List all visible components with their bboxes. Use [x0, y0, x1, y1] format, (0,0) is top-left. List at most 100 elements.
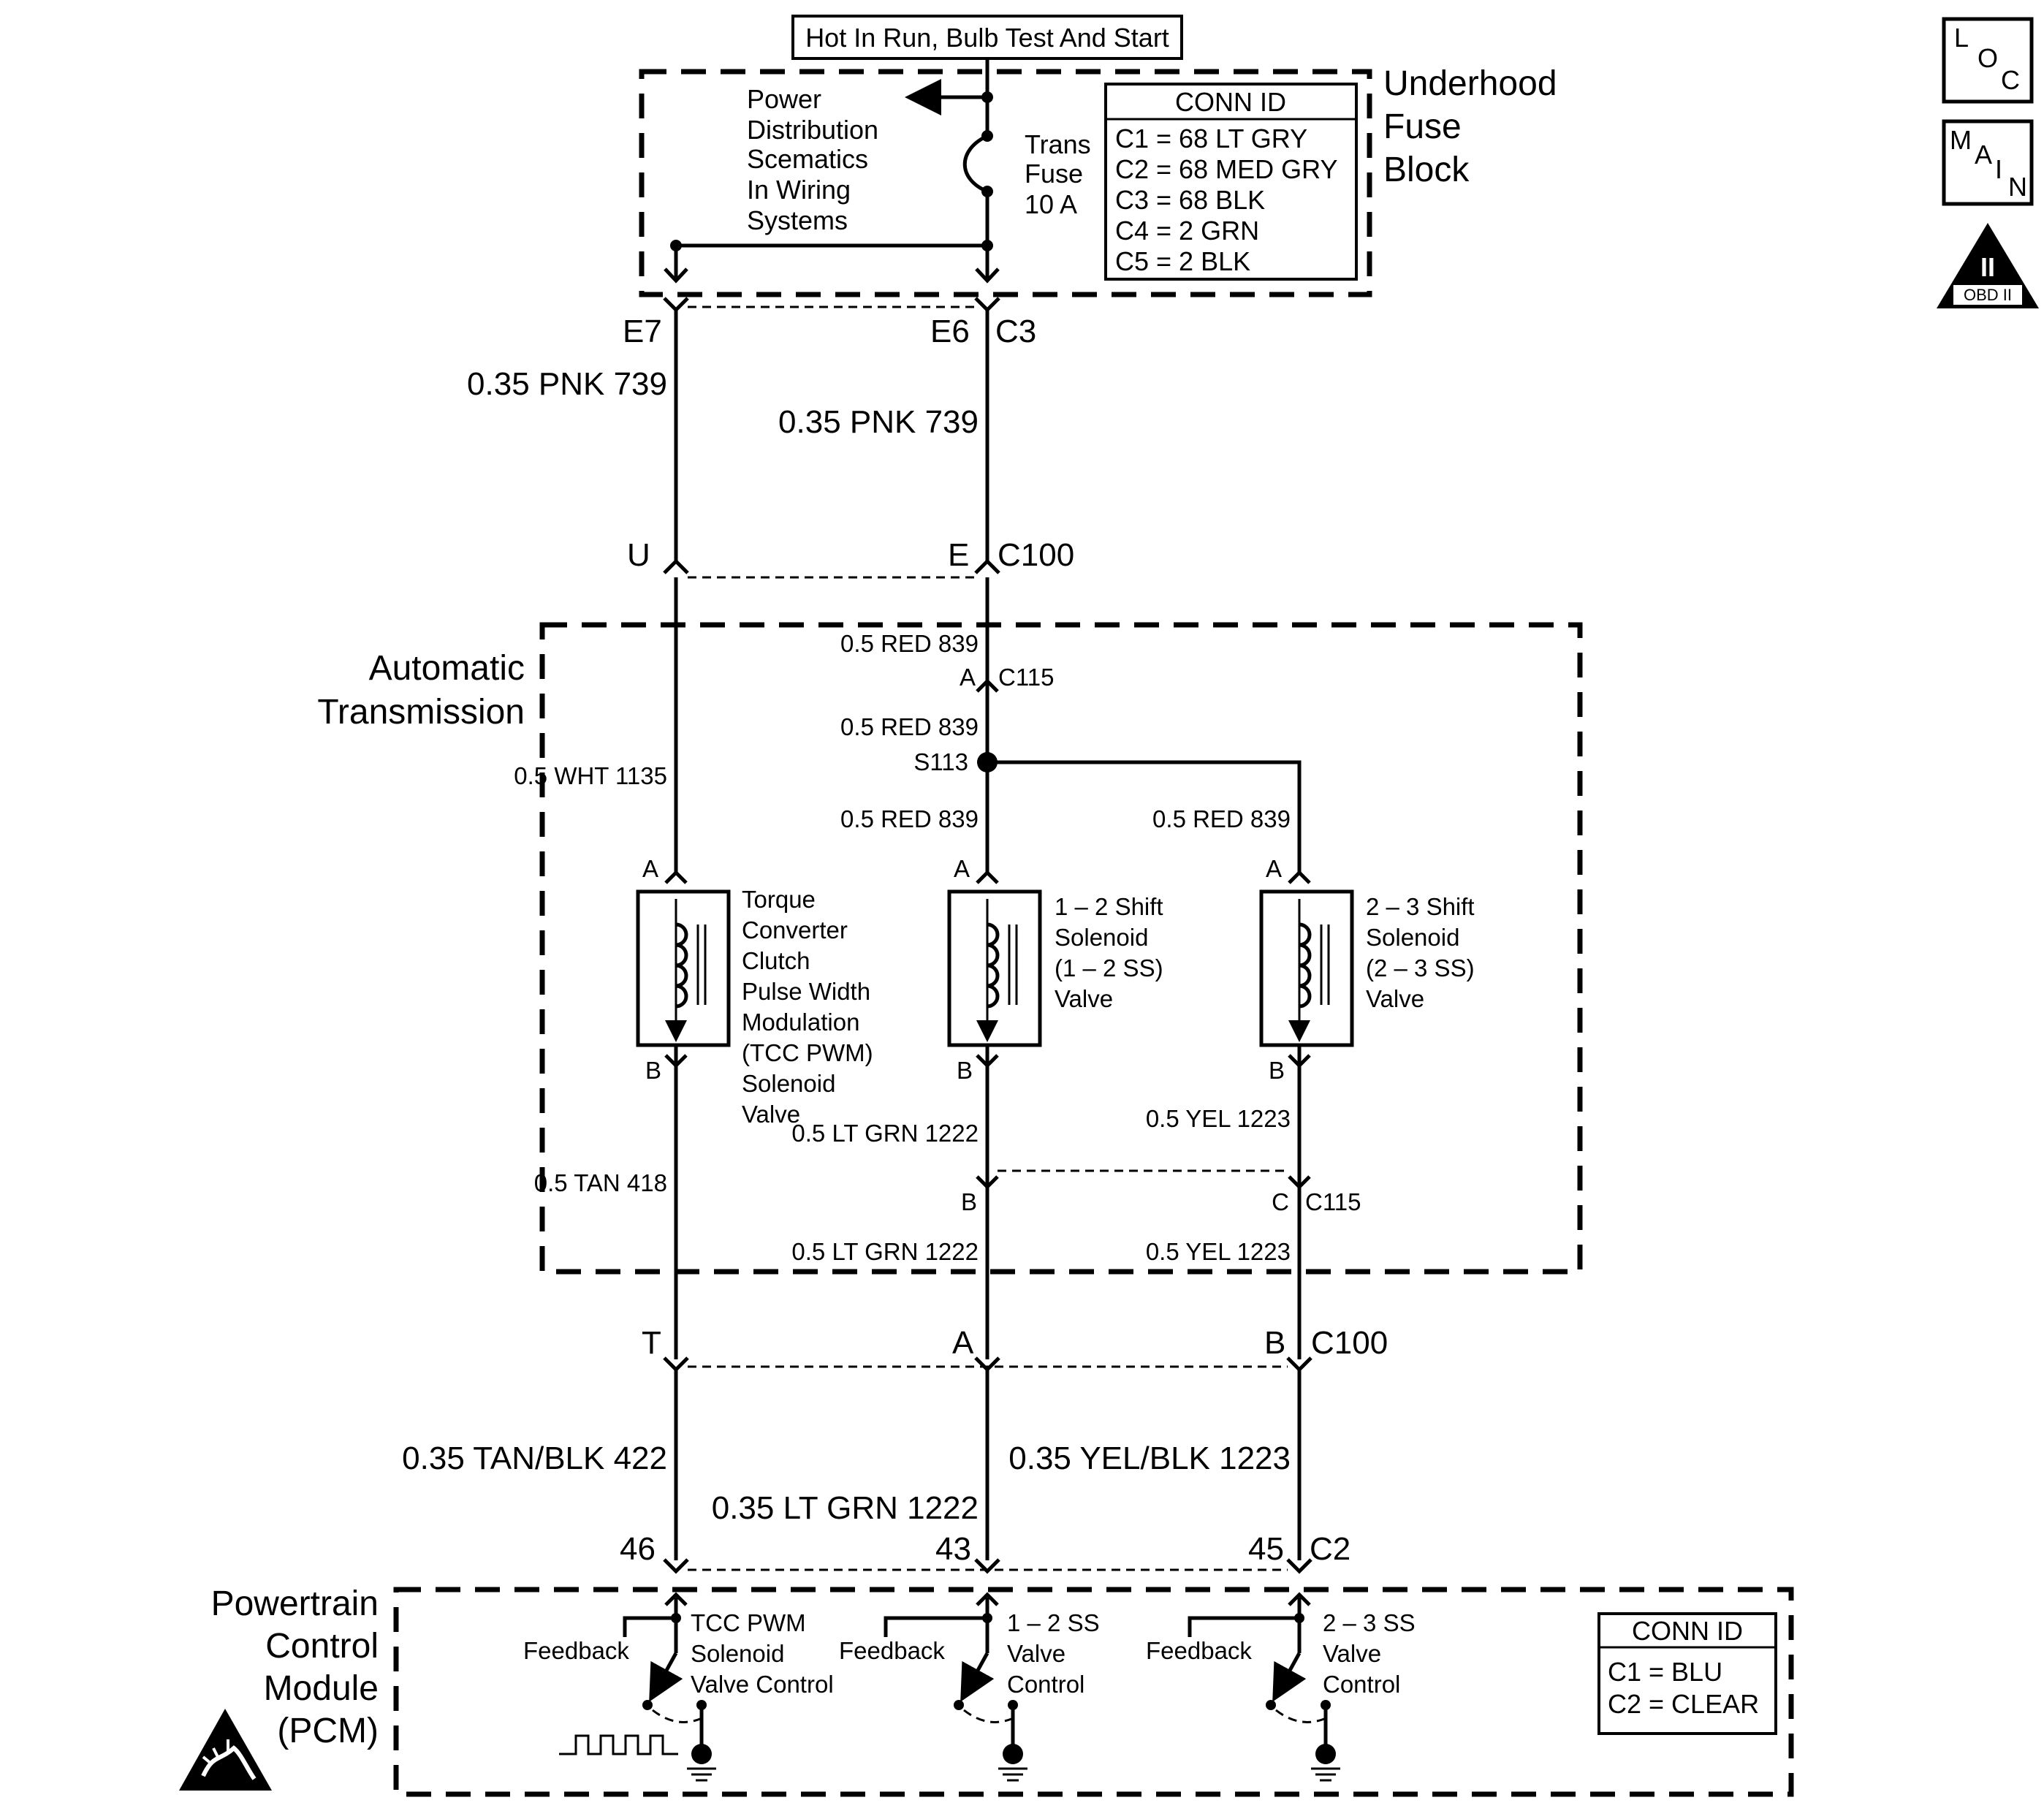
connector-c100-bottom: T A B C100	[642, 1325, 1388, 1373]
label-tcc-control: TCC PWM Solenoid Valve Control	[691, 1609, 834, 1698]
label-wire-839-4: 0.5 RED 839	[1152, 805, 1291, 832]
svg-text:C: C	[1272, 1188, 1289, 1215]
svg-text:CONN ID: CONN ID	[1175, 87, 1286, 117]
svg-text:C115: C115	[1305, 1188, 1361, 1215]
svg-text:T: T	[642, 1325, 661, 1361]
svg-text:O: O	[1977, 43, 1998, 73]
svg-text:C3 = 68 BLK: C3 = 68 BLK	[1115, 185, 1265, 215]
svg-text:I: I	[1995, 154, 2002, 184]
svg-text:Converter: Converter	[742, 916, 848, 944]
svg-text:A: A	[1975, 140, 1992, 170]
svg-text:Distribution: Distribution	[747, 115, 878, 145]
fuse-block-outline	[639, 69, 1372, 297]
svg-text:Pulse Width: Pulse Width	[742, 978, 870, 1005]
svg-text:A: A	[960, 664, 976, 691]
transmission-name: Automatic Transmission	[317, 649, 525, 732]
svg-text:Trans: Trans	[1025, 129, 1091, 159]
svg-text:A: A	[1266, 855, 1282, 882]
label-wire-1223-3: 0.35 YEL/BLK 1223	[1008, 1440, 1291, 1476]
svg-text:C1 = 68 LT GRY: C1 = 68 LT GRY	[1115, 124, 1307, 153]
svg-text:Clutch: Clutch	[742, 947, 810, 974]
fuse-block-conn-id-table: CONN ID C1 = 68 LT GRY C2 = 68 MED GRY C…	[1104, 83, 1358, 281]
svg-text:U: U	[627, 537, 650, 573]
svg-text:TCC PWM: TCC PWM	[691, 1609, 806, 1636]
pcm-outline	[393, 1587, 1794, 1797]
svg-text:1 – 2 Shift: 1 – 2 Shift	[1055, 893, 1163, 920]
label-wire-839-3: 0.5 RED 839	[840, 805, 979, 832]
svg-text:E6: E6	[930, 314, 970, 349]
label-wire-1222-2: 0.5 LT GRN 1222	[791, 1238, 979, 1265]
svg-text:Fuse: Fuse	[1025, 159, 1083, 189]
svg-text:B: B	[961, 1188, 977, 1215]
svg-text:C2: C2	[1310, 1531, 1350, 1567]
svg-text:2 – 3 SS: 2 – 3 SS	[1323, 1609, 1416, 1636]
connector-c3: E7 E6 C3	[623, 297, 1036, 349]
svg-text:1 – 2 SS: 1 – 2 SS	[1007, 1609, 1100, 1636]
pcm-conn-id-table: CONN ID C1 = BLU C2 = CLEAR	[1597, 1612, 1777, 1735]
svg-text:Valve: Valve	[1055, 985, 1113, 1012]
svg-text:E: E	[948, 537, 969, 573]
svg-text:B: B	[1264, 1325, 1285, 1361]
svg-text:46: 46	[620, 1531, 656, 1567]
svg-text:A: A	[642, 855, 658, 882]
svg-text:Valve: Valve	[1323, 1640, 1381, 1667]
ss23-solenoid	[1259, 889, 1354, 1047]
svg-text:A: A	[954, 855, 970, 882]
pwm-waveform-icon	[559, 1734, 678, 1755]
svg-text:E7: E7	[623, 314, 662, 349]
connector-c115-bottom: B C C115	[961, 1169, 1361, 1215]
svg-text:M: M	[1950, 125, 1972, 155]
connector-c2: 46 43 45 C2	[620, 1531, 1350, 1574]
svg-text:C2 = CLEAR: C2 = CLEAR	[1608, 1689, 1759, 1719]
label-feedback-ss12: Feedback	[839, 1637, 945, 1664]
obd-ii-badge: II OBD II	[1937, 223, 2039, 308]
svg-text:N: N	[2008, 172, 2027, 202]
pcm-name: Powertrain Control Module (PCM)	[211, 1584, 379, 1750]
label-wire-739-left: 0.35 PNK 739	[467, 366, 667, 402]
ss12-solenoid	[947, 889, 1042, 1047]
svg-text:C100: C100	[1311, 1325, 1388, 1361]
svg-text:Solenoid: Solenoid	[1366, 924, 1459, 951]
title-box: Hot In Run, Bulb Test And Start	[791, 15, 1183, 60]
svg-text:Solenoid: Solenoid	[742, 1070, 835, 1097]
svg-text:45: 45	[1248, 1531, 1284, 1567]
title-text: Hot In Run, Bulb Test And Start	[805, 23, 1169, 53]
svg-text:Systems: Systems	[747, 205, 848, 235]
solenoid-pins-b: B B B	[645, 1054, 1311, 1084]
fuse-block-name: Underhood Fuse Block	[1383, 64, 1557, 189]
label-wire-1222-3: 0.35 LT GRN 1222	[712, 1490, 979, 1526]
label-wire-418: 0.5 TAN 418	[534, 1169, 667, 1196]
tcc-pwm-solenoid	[636, 889, 731, 1047]
svg-text:B: B	[957, 1057, 973, 1084]
connector-c115-top: A C115	[960, 664, 1054, 693]
svg-text:Underhood: Underhood	[1383, 64, 1557, 103]
svg-text:Control: Control	[1323, 1671, 1400, 1698]
power-distribution-note: Power Distribution Scematics In Wiring S…	[747, 84, 878, 235]
svg-text:(1 – 2 SS): (1 – 2 SS)	[1055, 954, 1163, 982]
label-feedback-tcc: Feedback	[523, 1637, 629, 1664]
label-wire-1223-1: 0.5 YEL 1223	[1146, 1105, 1291, 1132]
wire-839-branch	[987, 760, 1302, 873]
svg-text:B: B	[1269, 1057, 1285, 1084]
label-wire-1222-1: 0.5 LT GRN 1222	[791, 1120, 979, 1147]
svg-text:10 A: 10 A	[1025, 189, 1077, 219]
svg-text:A: A	[952, 1325, 974, 1361]
svg-text:(TCC PWM): (TCC PWM)	[742, 1039, 873, 1066]
svg-text:Valve: Valve	[1366, 985, 1424, 1012]
svg-text:Solenoid: Solenoid	[691, 1640, 784, 1667]
svg-text:Power: Power	[747, 84, 821, 114]
svg-text:2 – 3 Shift: 2 – 3 Shift	[1366, 893, 1475, 920]
svg-text:Scematics: Scematics	[747, 144, 868, 174]
loc-badge: L O C	[1942, 17, 2034, 104]
svg-text:C2 = 68 MED GRY: C2 = 68 MED GRY	[1115, 154, 1337, 184]
svg-text:Block: Block	[1383, 151, 1470, 189]
svg-text:Module: Module	[264, 1669, 379, 1708]
main-badge: M A I N	[1942, 119, 2034, 206]
svg-text:C4 = 2 GRN: C4 = 2 GRN	[1115, 216, 1259, 246]
svg-text:In Wiring: In Wiring	[747, 175, 851, 205]
svg-text:C115: C115	[998, 664, 1054, 691]
svg-text:43: 43	[935, 1531, 971, 1567]
svg-text:CONN ID: CONN ID	[1632, 1616, 1743, 1646]
label-wire-1223-2: 0.5 YEL 1223	[1146, 1238, 1291, 1265]
